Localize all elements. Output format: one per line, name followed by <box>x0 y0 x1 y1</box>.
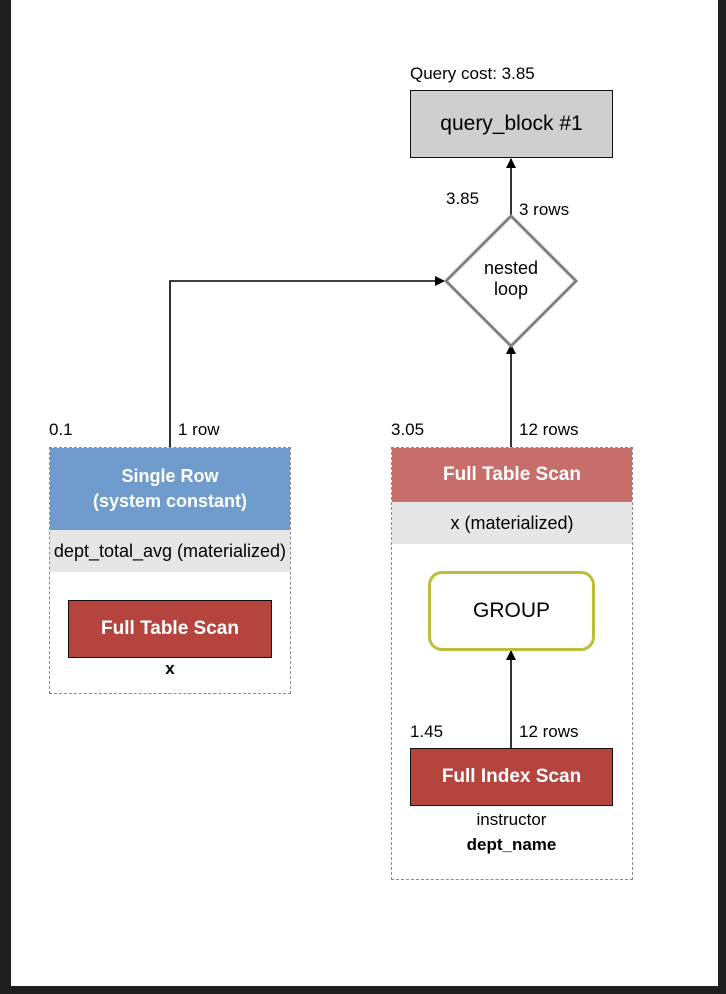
query-block-node[interactable]: query_block #1 <box>410 90 613 158</box>
full-table-scan-container <box>391 447 633 880</box>
edge-single-row-to-nested-loop <box>169 276 445 447</box>
nested-loop-label-line2: loop <box>493 279 529 299</box>
query-cost-label: Query cost: 3.85 <box>410 64 535 83</box>
single-row-container <box>49 447 291 694</box>
single-row-title: Single Row <box>121 466 219 486</box>
full-table-scan-header[interactable]: Full Table Scan <box>392 448 632 502</box>
index-scan-cost: 1.45 <box>410 722 444 741</box>
nested-loop-diamond <box>443 213 579 349</box>
nested-loop-cost: 3.85 <box>446 189 480 208</box>
nested-loop-rows: 3 rows <box>519 200 570 219</box>
left-rows: 1 row <box>178 420 220 439</box>
nested-loop-label[interactable]: nested loop <box>461 258 561 300</box>
index-scan-key: dept_name <box>466 835 557 854</box>
single-row-table-label: dept_total_avg (materialized) <box>50 530 290 572</box>
right-cost: 3.05 <box>391 420 425 439</box>
index-scan-rows: 12 rows <box>519 722 579 741</box>
full-table-scan-table-label: x (materialized) <box>392 502 632 544</box>
left-cost: 0.1 <box>49 420 73 439</box>
right-rows: 12 rows <box>519 420 579 439</box>
single-row-subtitle: (system constant) <box>92 491 248 511</box>
group-node[interactable]: GROUP <box>428 571 595 651</box>
left-full-table-scan-node[interactable]: Full Table Scan <box>68 600 272 658</box>
nested-loop-label-line1: nested <box>483 258 539 278</box>
single-row-header[interactable]: Single Row (system constant) <box>50 448 290 530</box>
index-scan-table: instructor <box>476 810 547 829</box>
full-index-scan-node[interactable]: Full Index Scan <box>410 748 613 806</box>
left-inner-table: x <box>165 659 175 678</box>
